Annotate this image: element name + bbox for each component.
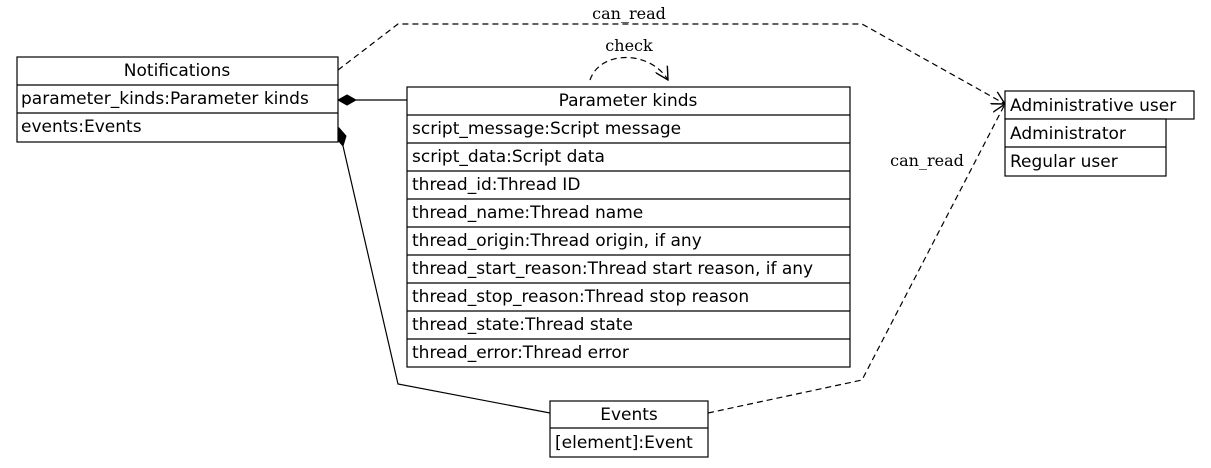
class-administrative-user: Administrative user Administrator Regula… <box>1004 90 1195 177</box>
check-self-loop <box>589 57 668 81</box>
attribute-thread-name: thread_name:Thread name <box>412 203 643 223</box>
composition-edge-events <box>342 145 551 414</box>
attribute-thread-start-reason: thread_start_reason:Thread start reason,… <box>412 259 813 279</box>
attribute-script-message: script_message:Script message <box>412 119 681 139</box>
attribute-notifications-events: events:Events <box>21 117 142 137</box>
class-title-parameter-kinds: Parameter kinds <box>559 91 698 111</box>
class-events: Events [element]:Event <box>549 400 709 458</box>
can-read-edge-events <box>707 104 1005 414</box>
attribute-thread-error: thread_error:Thread error <box>412 343 629 363</box>
attribute-thread-state: thread_state:Thread state <box>412 315 633 335</box>
attribute-notifications-parameter-kinds: parameter_kinds:Parameter kinds <box>21 89 309 109</box>
can-read-label-top: can_read <box>592 4 666 23</box>
composition-diamond-parameter-kinds <box>336 94 358 106</box>
attribute-thread-id: thread_id:Thread ID <box>412 175 580 195</box>
class-title-administrative-user: Administrative user <box>1010 96 1176 116</box>
can-read-edge-notifications <box>337 23 1005 104</box>
class-title-events: Events <box>600 405 658 425</box>
check-label: check <box>605 36 653 55</box>
attribute-thread-stop-reason: thread_stop_reason:Thread stop reason <box>412 287 749 307</box>
subtype-regular-user: Regular user <box>1010 152 1118 172</box>
class-notifications: Notifications parameter_kinds:Parameter … <box>16 56 339 143</box>
class-title-notifications: Notifications <box>124 61 231 81</box>
class-parameter-kinds: Parameter kinds script_message:Script me… <box>406 86 851 368</box>
attribute-script-data: script_data:Script data <box>412 147 605 167</box>
can-read-label-right: can_read <box>890 151 964 170</box>
subtype-administrator: Administrator <box>1010 124 1126 144</box>
attribute-events-element: [element]:Event <box>555 433 693 453</box>
attribute-thread-origin: thread_origin:Thread origin, if any <box>412 231 702 251</box>
